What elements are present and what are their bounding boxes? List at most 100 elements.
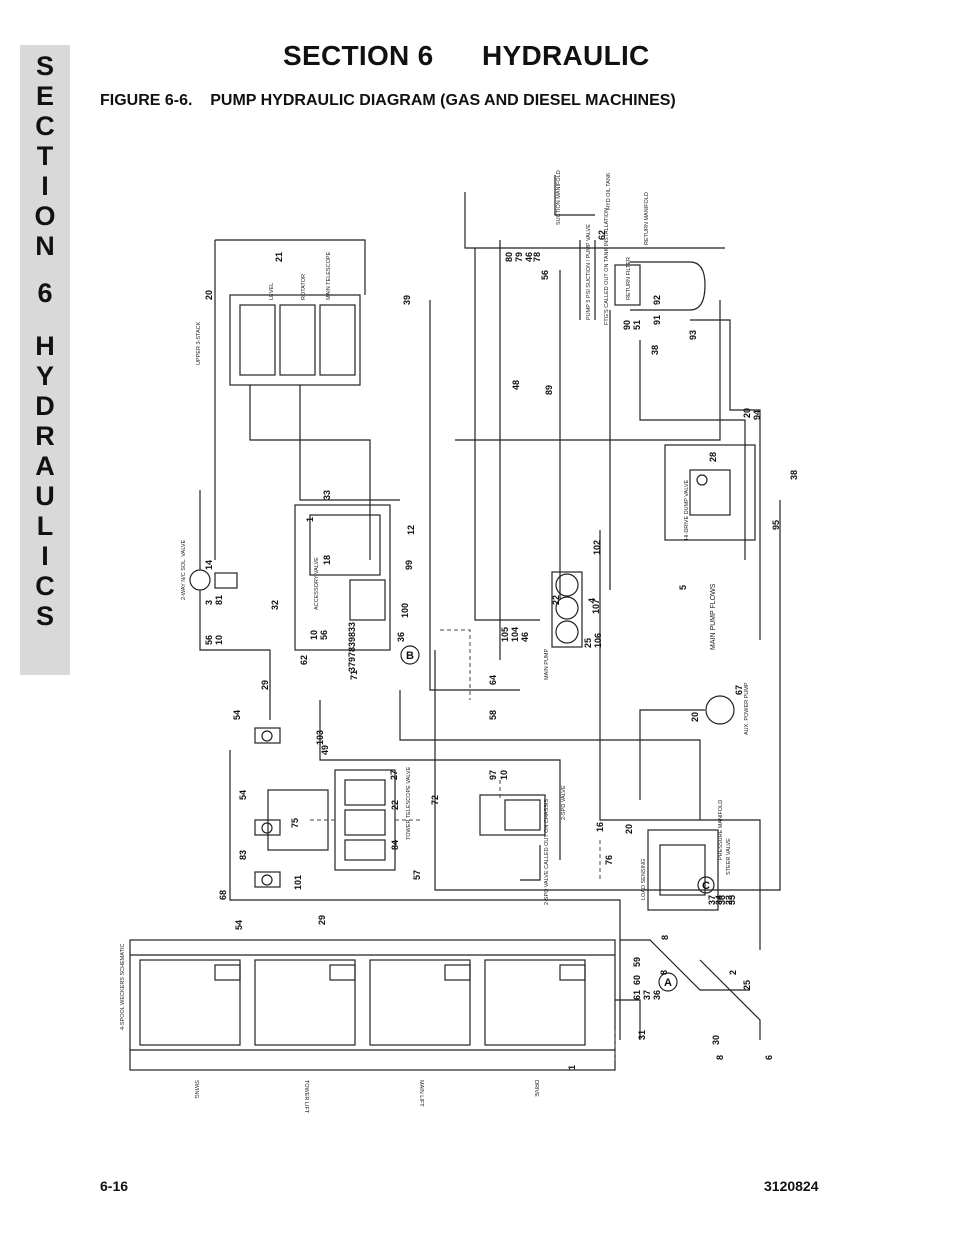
callout-number: 33 [347,622,357,632]
circle-callout-c: C [702,880,710,892]
tower-telescope-valve-body [334,769,396,871]
callout-number: 33 [322,490,332,500]
label-pressure-manifold: PRESSURE MANIFOLD [718,800,724,860]
callout-number: 10 [499,770,509,780]
callout-number: 22 [551,595,561,605]
callout-number: 62 [299,655,309,665]
side-tab-letter: D [35,391,55,421]
upper-stack-body [229,294,361,386]
label-suction-manifold: SUCTION MANIFOLD [556,170,562,225]
callout-number: 98 [347,632,357,642]
label-hyd-oil-tank: HYD OIL TANK [606,172,612,210]
side-tab-letter: 6 [37,278,53,308]
callout-number: 54 [232,710,242,720]
label-sol-valve: 2-WAY N/C SOL. VALVE [181,539,187,600]
accessory-valve-body [294,504,391,651]
label-return-filter: RETURN FILTER [626,257,632,300]
hi-drive-dump-body [664,444,756,541]
label-main-pump: MAIN PUMP [544,649,550,681]
section-number: SECTION 6 [283,40,434,71]
check-valve-54-upper [254,727,281,744]
aux-power-pump-circle [705,695,735,725]
callout-number: 94 [752,410,762,420]
callout-number: 10 [309,630,319,640]
label-level: LEVEL [269,283,275,300]
callout-number: 60 [632,975,642,985]
side-tab-letter: L [36,511,54,541]
check-valve-54-lower [254,871,281,888]
callout-number: 83 [238,850,248,860]
return-filter-box [614,264,641,306]
callout-number: 56 [319,630,329,640]
label-aux-power-pump: AUX. POWER PUMP [744,682,750,735]
circle-callout-a: A [664,977,672,989]
callout-number: 8 [715,1055,725,1060]
page-title: SECTION 6 HYDRAULIC [283,40,650,72]
callout-number: 91 [652,315,662,325]
callout-number: 107 [591,599,601,614]
side-tab-letter: C [35,111,55,141]
section-title: HYDRAULIC [482,40,650,71]
label-rotator: ROTATOR [301,274,307,300]
callout-number: 29 [260,680,270,690]
callout-number: 23 [724,895,734,905]
callout-number: 5 [678,585,688,590]
callout-number: 20 [690,712,700,722]
callout-number: 32 [270,600,280,610]
callout-number: 104 [510,627,520,642]
callout-number: 106 [593,633,603,648]
callout-number: 1 [567,1065,577,1070]
callout-number: 101 [293,875,303,890]
callout-number: 29 [317,915,327,925]
section-side-tab: S E C T I O N 6 H Y D R A U L I C S [20,45,70,675]
callout-number: 93 [688,330,698,340]
callout-number: 18 [322,555,332,565]
callout-number: 36 [717,895,727,905]
side-tab-letter: H [35,331,55,361]
callout-number: 46 [524,252,534,262]
callout-number: 36 [652,990,662,1000]
suction-lines [579,240,596,320]
label-main-pump-flows: MAIN PUMP FLOWS [710,583,717,650]
line-21-top [215,239,366,295]
label-tower-telescope-valve: TOWER TELESCOPE VALVE [406,766,412,840]
side-tab-letter: N [35,231,55,261]
callout-number: 56 [540,270,550,280]
label-upper-stack: UPPER 3-STACK [196,321,202,365]
callout-number: 16 [595,822,605,832]
side-tab-letter: S [35,51,54,81]
callout-number: 83 [347,642,357,652]
callout-number: 76 [604,855,614,865]
callout-number: 14 [204,560,214,570]
side-tab-letter: S [35,601,54,631]
callout-number: 54 [234,920,244,930]
callout-number: 62 [597,230,607,240]
side-tab-letter: C [35,571,55,601]
callout-number: 28 [708,452,718,462]
label-spool-drive: DRIVE [533,1080,539,1097]
page-number: 6-16 [100,1178,129,1194]
callout-number: 8 [659,970,669,975]
main-pump-section-2 [555,596,579,620]
callout-number: 6 [764,1055,774,1060]
label-spool-tower-lift: TOWER LIFT [303,1080,309,1114]
label-spool-swing: SWING [193,1080,199,1099]
callout-number: 46 [520,632,530,642]
callout-number: 21 [274,252,284,262]
callout-number: 2 [728,970,738,975]
callout-number: 97 [347,652,357,662]
callout-number: 3 [204,600,214,605]
main-pump-section-1 [555,573,579,597]
callout-number: 38 [650,345,660,355]
callout-number: 92 [652,295,662,305]
callout-number: 39 [402,295,412,305]
callout-number: 89 [544,385,554,395]
side-tab-letter: R [35,421,55,451]
callout-number: 72 [430,795,440,805]
callout-number: 38 [789,470,799,480]
figure-caption: FIGURE 6-6. PUMP HYDRAULIC DIAGRAM (GAS … [100,92,676,109]
callout-number: 4 [587,598,597,603]
circle-callout-b: B [406,650,414,662]
callout-number: 49 [320,745,330,755]
